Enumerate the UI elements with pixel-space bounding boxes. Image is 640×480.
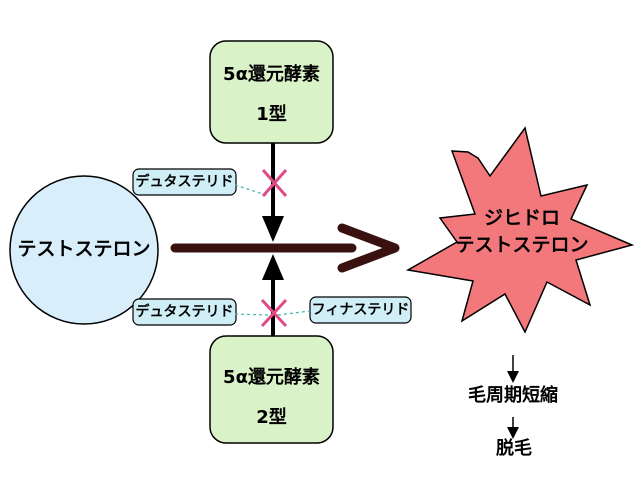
conversion-arrow-head: [337, 223, 400, 273]
testosterone-label: テストステロン: [17, 238, 151, 260]
enzyme-type2-type: 2型: [256, 407, 287, 428]
enzyme-type1-label: 5α還元酵素: [223, 64, 320, 85]
dht-burst: [405, 126, 635, 334]
finasteride-label: フィナステリド: [311, 302, 410, 318]
dht-label-line1: ジヒドロ: [483, 207, 560, 229]
finasteride-connector: [277, 310, 311, 316]
dutasteride-bottom-box: [132, 298, 237, 326]
dht-label-line2: テストステロン: [455, 234, 589, 256]
enzyme-type2-label: 5α還元酵素: [223, 367, 320, 388]
dutasteride-top-box: [132, 168, 237, 196]
dutasteride-top-label: デュタステリド: [135, 174, 234, 190]
inhibition-mark-top: [261, 169, 288, 197]
hair-cycle-shortening-label: 毛周期短縮: [468, 385, 558, 406]
finasteride-box: [309, 296, 412, 324]
dutasteride-bottom-connector: [234, 313, 269, 316]
testosterone-circle: [9, 175, 159, 325]
enzyme-type1-box: [209, 40, 334, 144]
inhibition-mark-bottom: [260, 298, 288, 328]
dutasteride-bottom-label: デュタステリド: [135, 304, 234, 320]
enzyme-type1-arrow-head: [262, 216, 284, 242]
enzyme-type2-arrow-head: [262, 254, 284, 280]
enzyme-type1-type: 1型: [256, 104, 287, 125]
hair-loss-label: 脱毛: [496, 438, 532, 459]
